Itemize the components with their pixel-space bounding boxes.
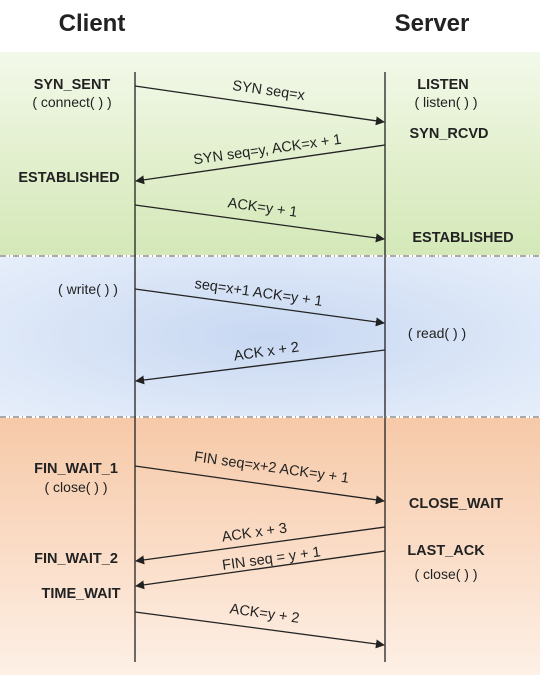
client-call-write: ( write( ) ) xyxy=(58,281,118,297)
ack2-arrow xyxy=(135,526,386,565)
data-ack-arrow xyxy=(135,349,386,385)
syn-ack-arrow xyxy=(135,144,386,185)
client-state-time-wait: TIME_WAIT xyxy=(42,586,121,602)
connect-phase-band xyxy=(0,52,540,255)
server-state-last-ack: LAST_ACK xyxy=(407,543,485,559)
client-state-fin-wait-1: FIN_WAIT_1 xyxy=(34,461,118,477)
data-arrow xyxy=(134,288,385,327)
close-phase-band xyxy=(0,418,540,675)
server-state-established: ESTABLISHED xyxy=(412,230,513,246)
client-call-connect: ( connect( ) ) xyxy=(32,94,111,110)
server-state-close-wait: CLOSE_WAIT xyxy=(409,496,503,512)
ack1-arrow xyxy=(134,204,385,243)
client-state-fin-wait-2: FIN_WAIT_2 xyxy=(34,551,118,567)
client-state-syn-sent: SYN_SENT xyxy=(34,77,111,93)
ack3-arrow xyxy=(134,611,385,649)
server-header: Server xyxy=(395,10,470,37)
client-state-established: ESTABLISHED xyxy=(18,170,119,186)
server-call-close: ( close( ) ) xyxy=(415,566,478,582)
client-header: Client xyxy=(59,10,126,37)
fin2-arrow xyxy=(135,550,386,590)
fin1-arrow xyxy=(134,465,385,505)
server-state-syn-rcvd: SYN_RCVD xyxy=(410,126,489,142)
server-call-listen: ( listen( ) ) xyxy=(415,94,478,110)
server-call-read: ( read( ) ) xyxy=(408,325,466,341)
data-phase-band xyxy=(0,257,540,416)
client-call-close: ( close( ) ) xyxy=(45,479,108,495)
server-state-listen: LISTEN xyxy=(417,77,469,93)
syn-arrow xyxy=(134,85,385,126)
